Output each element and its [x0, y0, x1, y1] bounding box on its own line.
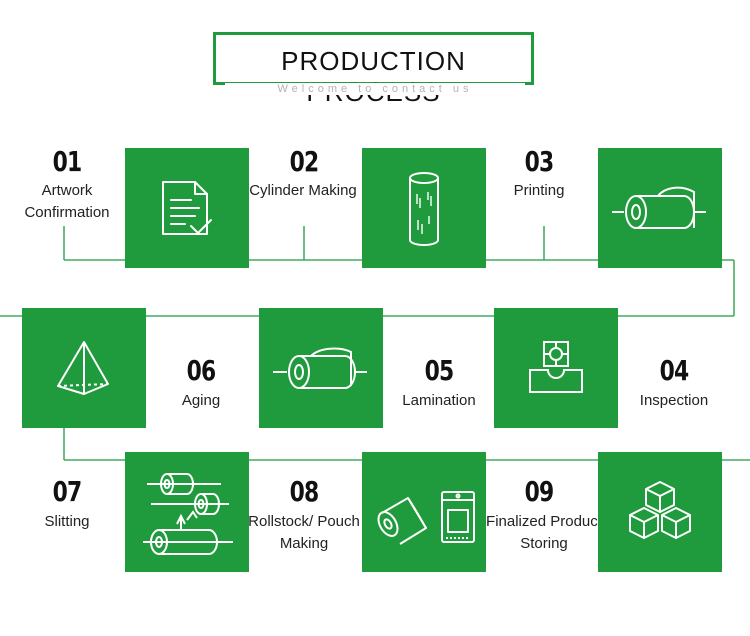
step-tile-artwork — [125, 148, 249, 268]
cylinder-icon — [409, 172, 439, 246]
lamination-roll-icon — [273, 347, 367, 389]
printing-roll-icon — [612, 186, 706, 229]
document-check-icon — [162, 181, 212, 235]
step-tile-storing — [598, 452, 722, 572]
slitting-rolls-icon — [143, 473, 233, 555]
step-label-aging: Aging — [181, 392, 221, 409]
step-number-05: 05 — [424, 354, 455, 387]
step-tile-slitting — [125, 452, 249, 572]
step-label-rollstock: Rollstock/ Pouch Making — [248, 513, 360, 552]
page-subtitle: Welcome to contact us — [225, 83, 525, 95]
step-label-slitting: Slitting — [44, 513, 90, 530]
page-title: PRODUCTION PROCESS — [281, 46, 466, 107]
step-label-artwork: Artwork Confirmation — [24, 182, 110, 221]
step-label-cylinder: Cylinder Making — [249, 182, 357, 199]
step-number-09: 09 — [524, 475, 555, 508]
step-tile-cylinder — [362, 148, 486, 268]
step-number-08: 08 — [289, 475, 320, 508]
step-number-06: 06 — [186, 354, 217, 387]
step-number-04: 04 — [659, 354, 690, 387]
step-label-printing: Printing — [513, 182, 565, 199]
pyramid-icon — [57, 341, 109, 395]
step-number-02: 02 — [289, 145, 320, 178]
step-tile-aging — [22, 308, 146, 428]
step-number-01: 01 — [52, 145, 83, 178]
step-label-lamination: Lamination — [402, 392, 476, 409]
inspection-target-icon — [529, 341, 583, 393]
step-number-07: 07 — [52, 475, 83, 508]
step-label-inspection: Inspection — [639, 392, 709, 409]
step-number-03: 03 — [524, 145, 555, 178]
step-label-storing: Finalized Product Storing — [486, 513, 602, 552]
step-tile-lamination — [259, 308, 383, 428]
step-tile-printing — [598, 148, 722, 268]
boxes-stack-icon — [629, 481, 691, 539]
step-tile-rollstock — [362, 452, 486, 572]
step-tile-inspection — [494, 308, 618, 428]
rollstock-pouch-icon — [377, 491, 475, 545]
title-box: PRODUCTION PROCESS — [213, 32, 534, 107]
